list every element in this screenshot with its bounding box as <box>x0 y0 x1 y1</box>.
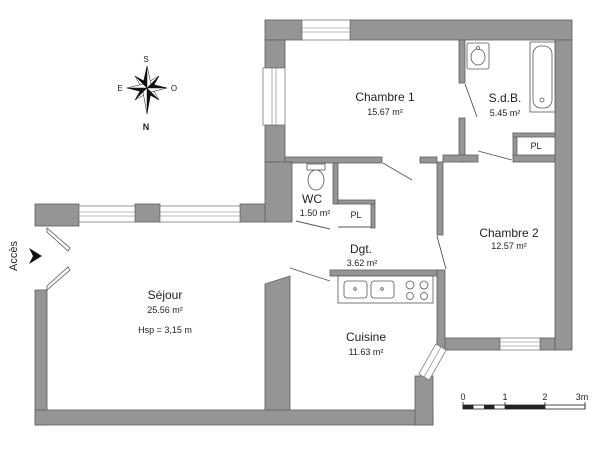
room-name: Chambre 1 <box>355 90 415 104</box>
room-area: 25.56 m² <box>147 305 183 315</box>
room-chambre-1: Chambre 1 15.67 m² <box>355 90 415 117</box>
wall-bottom <box>34 409 434 426</box>
wall-chambre1-left-upper <box>264 39 286 69</box>
window-chambre2-bottom <box>499 337 541 351</box>
entrance-arrow-icon <box>29 248 42 264</box>
scale-bar: 0 1 2 3m <box>460 392 589 410</box>
room-name: S.d.B. <box>489 91 522 105</box>
windows <box>78 19 541 381</box>
compass-rose-icon: S N E O <box>117 55 177 132</box>
scale-label: 0 <box>460 392 465 402</box>
wall-chambre2-bottom-right <box>539 337 556 351</box>
wall-sejour-left <box>34 289 48 426</box>
toilet <box>306 163 326 191</box>
kitchen-counter <box>337 275 434 304</box>
wall-cuisine-top <box>329 269 438 277</box>
room-area: 3.62 m² <box>347 258 378 268</box>
wall-sejour-top-right <box>239 203 266 223</box>
room-sejour: Séjour 25.56 m² Hsp = 3,15 m <box>138 288 192 335</box>
wall-chambre1-bottom-right <box>419 156 438 164</box>
room-name: WC <box>302 192 322 206</box>
compass-north-label: N <box>143 122 150 132</box>
room-name: Cuisine <box>346 330 386 344</box>
room-degagement: Dgt. 3.62 m² <box>347 242 378 268</box>
room-area: 12.57 m² <box>491 241 527 251</box>
ceiling-height: Hsp = 3,15 m <box>138 325 192 335</box>
wall-sejour-corner <box>34 203 80 227</box>
door-cuisine <box>289 267 331 282</box>
wall-sdb-bottom-right <box>512 154 556 163</box>
compass-west-label: O <box>171 84 177 93</box>
scale-label: 2 <box>542 392 547 402</box>
wall-placard-wc-right <box>370 203 376 229</box>
walls <box>34 19 573 426</box>
entrance: Accès <box>8 241 42 271</box>
wall-top-left <box>264 19 303 41</box>
window-sejour-left <box>78 205 136 223</box>
window-chambre1-top <box>301 19 351 41</box>
wall-chambre1-left-lower <box>264 124 286 163</box>
wall-sejour-cuisine <box>264 275 291 411</box>
room-wc: WC 1.50 m² <box>300 192 331 218</box>
kitchen-sink <box>343 280 395 299</box>
door-sdb <box>464 83 478 118</box>
window-chambre1-left <box>262 67 286 126</box>
wall-sejour-top-middle <box>134 203 161 223</box>
room-area: 11.63 m² <box>349 347 384 357</box>
wall-chambre2-left-upper <box>436 161 444 236</box>
window-sejour-right <box>159 205 241 223</box>
entrance-label: Accès <box>8 241 20 271</box>
wall-sdb-left-upper <box>458 39 466 84</box>
wall-chambre2-left-lower <box>436 269 446 351</box>
room-name: Chambre 2 <box>479 226 539 240</box>
wall-right <box>554 39 573 351</box>
wall-wc-left <box>264 161 293 223</box>
room-sdb: S.d.B. 5.45 m² <box>489 91 522 118</box>
compass-south-label: S <box>143 55 148 64</box>
room-name: Dgt. <box>350 242 372 256</box>
wall-sdb-bottom-left <box>442 154 479 163</box>
door-chambre2-top <box>477 150 513 161</box>
cooktop <box>405 280 429 300</box>
room-area: 5.45 m² <box>490 108 521 118</box>
wall-chambre1-bottom-left <box>284 156 383 164</box>
room-chambre-2: Chambre 2 12.57 m² <box>479 226 539 251</box>
doors <box>46 83 513 291</box>
room-cuisine: Cuisine 11.63 m² <box>346 330 386 357</box>
wall-placard-wc-top <box>337 199 376 205</box>
washbasin <box>466 42 490 70</box>
room-placard-sdb: PL <box>530 141 541 151</box>
scale-label: 3m <box>576 392 589 402</box>
compass-east-label: E <box>117 84 122 93</box>
door-chambre1 <box>382 162 413 181</box>
room-placard-wc: PL <box>350 210 361 220</box>
wall-cuisine-right <box>414 375 434 426</box>
room-area: 1.50 m² <box>300 208 331 218</box>
window-cuisine-corner <box>418 343 447 381</box>
room-area: 15.67 m² <box>367 107 403 117</box>
door-entrance-double <box>46 227 71 291</box>
wall-placard-sdb-top <box>512 132 556 138</box>
bathtub <box>529 41 556 113</box>
door-chambre2 <box>436 235 447 270</box>
wall-top-right <box>349 19 573 41</box>
room-name: Séjour <box>148 288 183 302</box>
wall-wc-right <box>332 162 339 205</box>
door-wc <box>295 220 331 230</box>
scale-label: 1 <box>502 392 507 402</box>
wall-chambre2-bottom-left <box>436 337 501 351</box>
